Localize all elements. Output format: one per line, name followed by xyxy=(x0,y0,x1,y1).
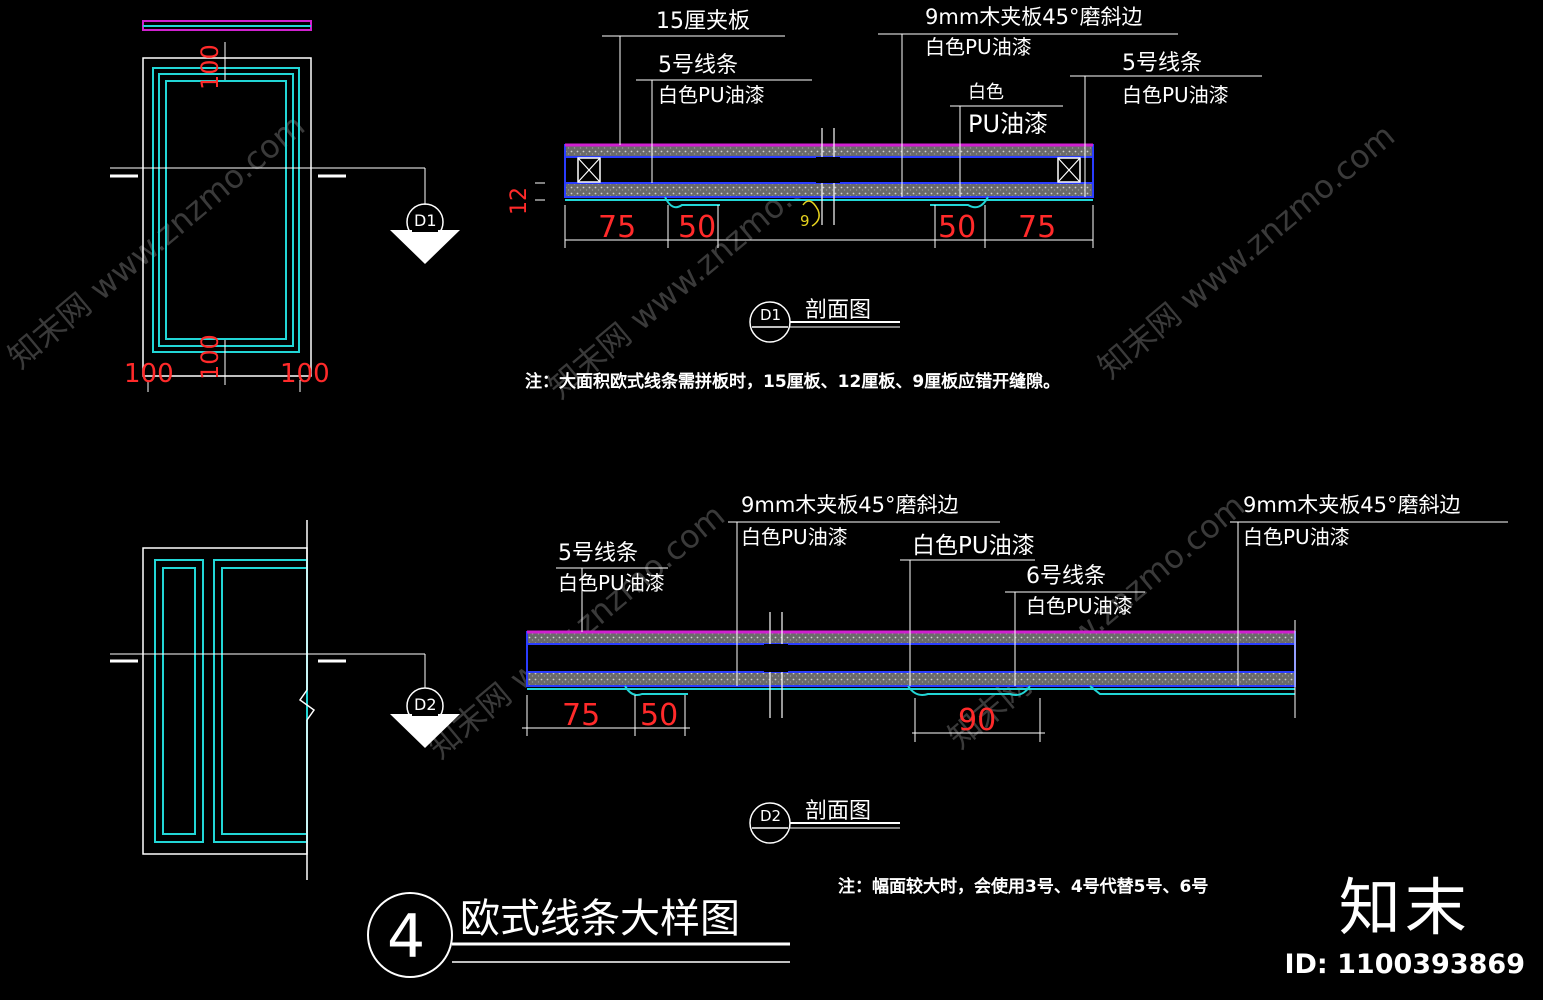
d2-label-pu-left: 白色PU油漆 xyxy=(558,571,665,595)
elev1-dim-right: 100 xyxy=(280,359,330,389)
d1-title-tag: D1 xyxy=(760,306,781,324)
d2-label-pu-bevel-right: 白色PU油漆 xyxy=(1243,525,1350,549)
drawing-title-mark xyxy=(367,892,790,978)
d2-dim-a: 75 xyxy=(562,698,600,733)
elev1-dim-top: 100 xyxy=(196,44,224,90)
d1-label-plywood: 15厘夹板 xyxy=(656,9,750,34)
watermark-text-3: 知末网 www.znzmo.com xyxy=(1091,116,1402,386)
elev1-dim-mid: 100 xyxy=(196,334,224,380)
d1-dim-thickness: 12 xyxy=(507,187,532,215)
d1-dim-small: 9 xyxy=(800,212,810,230)
elevation-1 xyxy=(110,20,426,392)
brand-name: 知末 xyxy=(1338,871,1471,944)
d1-dim-a: 75 xyxy=(598,210,636,245)
d1-section xyxy=(535,33,1262,248)
d1-title-mark xyxy=(749,301,900,343)
d2-label-moulding-6: 6号线条 xyxy=(1026,564,1106,589)
d2-section xyxy=(522,521,1508,742)
d2-label-pu-6: 白色PU油漆 xyxy=(1026,594,1133,618)
d2-title-mark xyxy=(749,802,900,844)
d2-label-pu-mid: 白色PU油漆 xyxy=(912,533,1035,559)
d2-label-bevel-left: 9mm木夹板45°磨斜边 xyxy=(741,493,959,517)
d2-label-pu-bevel-left: 白色PU油漆 xyxy=(741,525,848,549)
d1-label-bevel: 9mm木夹板45°磨斜边 xyxy=(925,5,1143,29)
elev1-dim-left: 100 xyxy=(124,359,174,389)
brand-id: ID: 1100393869 xyxy=(1284,949,1525,980)
drawing-title-text: 欧式线条大样图 xyxy=(460,896,740,942)
d1-label-pu-paint: PU油漆 xyxy=(968,110,1048,138)
d2-title-tag: D2 xyxy=(760,807,781,825)
section-mark-d1-tag: D1 xyxy=(414,211,437,230)
d1-label-white: 白色 xyxy=(968,82,1004,103)
d1-label-moulding-right: 5号线条 xyxy=(1122,51,1202,76)
d2-label-bevel-right: 9mm木夹板45°磨斜边 xyxy=(1243,493,1461,517)
d2-dim-c: 90 xyxy=(958,703,996,738)
d2-title-text: 剖面图 xyxy=(805,799,871,824)
d1-title-text: 剖面图 xyxy=(805,298,871,323)
drawing-title-number: 4 xyxy=(387,902,425,972)
elevation-2 xyxy=(110,520,426,880)
d2-label-moulding-left: 5号线条 xyxy=(558,541,638,566)
section-mark-d1 xyxy=(390,203,460,264)
d1-label-pu-left: 白色PU油漆 xyxy=(658,83,765,107)
d1-label-pu-bevel: 白色PU油漆 xyxy=(925,35,1032,59)
d2-dim-b: 50 xyxy=(640,698,678,733)
d1-dim-b: 50 xyxy=(678,210,716,245)
d2-note: 注：幅面较大时，会使用3号、4号代替5号、6号 xyxy=(838,876,1208,897)
d1-label-pu-right: 白色PU油漆 xyxy=(1122,83,1229,107)
d1-label-moulding-left: 5号线条 xyxy=(658,53,738,78)
section-mark-d2 xyxy=(390,687,460,748)
d1-note: 注：大面积欧式线条需拼板时，15厘板、12厘板、9厘板应错开缝隙。 xyxy=(525,371,1060,392)
section-mark-d2-tag: D2 xyxy=(414,695,437,714)
d1-dim-d: 75 xyxy=(1018,210,1056,245)
d1-dim-c: 50 xyxy=(938,210,976,245)
watermark-text-1: 知末网 www.znzmo.com xyxy=(1,106,312,376)
brand-watermark: 知末 ID: 1100393869 xyxy=(1284,871,1525,981)
